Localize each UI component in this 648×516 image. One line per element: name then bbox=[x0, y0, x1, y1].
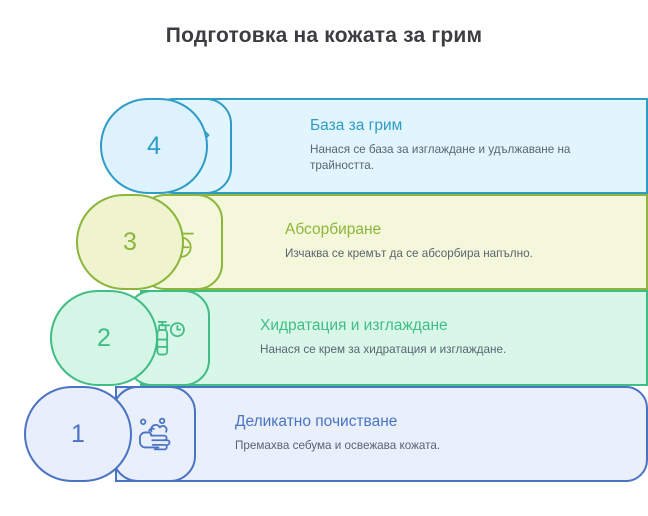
step-2-number: 2 bbox=[97, 323, 111, 352]
step-4-title: База за грим bbox=[310, 116, 403, 134]
step-1-number-capsule[interactable]: 1 bbox=[24, 386, 132, 482]
step-1-icon-capsule[interactable] bbox=[112, 386, 196, 482]
step-2-number-capsule[interactable]: 2 bbox=[50, 290, 158, 386]
step-4-description: Нанася се база за изглаждане и удължаван… bbox=[310, 142, 571, 173]
step-2-text-panel: Хидратация и изглаждане Нанася се крем з… bbox=[140, 290, 648, 386]
page-title: Подготовка на кожата за грим bbox=[165, 24, 483, 47]
step-3-text-panel: Абсорбиране Изчаква се кремът да се абсо… bbox=[165, 194, 648, 290]
step-4-text-panel: База за грим Нанася се база за изглаждан… bbox=[190, 98, 648, 194]
step-3-title: Абсорбиране bbox=[285, 221, 382, 239]
pump-bottle-clock-icon bbox=[143, 313, 193, 363]
washing-hands-foam-icon bbox=[129, 409, 179, 459]
step-4-number-capsule[interactable]: 4 bbox=[100, 98, 208, 194]
step-2-title: Хидратация и изглаждане bbox=[260, 317, 448, 335]
step-3-number: 3 bbox=[123, 227, 137, 256]
step-1-number: 1 bbox=[71, 419, 85, 448]
step-1-text-panel: Деликатно почистване Премахва себума и о… bbox=[115, 386, 648, 482]
step-1-title: Деликатно почистване bbox=[235, 413, 398, 431]
step-3-number-capsule[interactable]: 3 bbox=[76, 194, 184, 290]
step-3-description: Изчаква се кремът да се абсорбира напълн… bbox=[285, 247, 533, 261]
step-2-description: Нанася се крем за хидратация и изглаждан… bbox=[260, 343, 507, 357]
steps-stack: База за грим Нанася се база за изглаждан… bbox=[0, 98, 648, 488]
step-4-number: 4 bbox=[147, 131, 161, 160]
step-1-description: Премахва себума и освежава кожата. bbox=[235, 439, 441, 453]
